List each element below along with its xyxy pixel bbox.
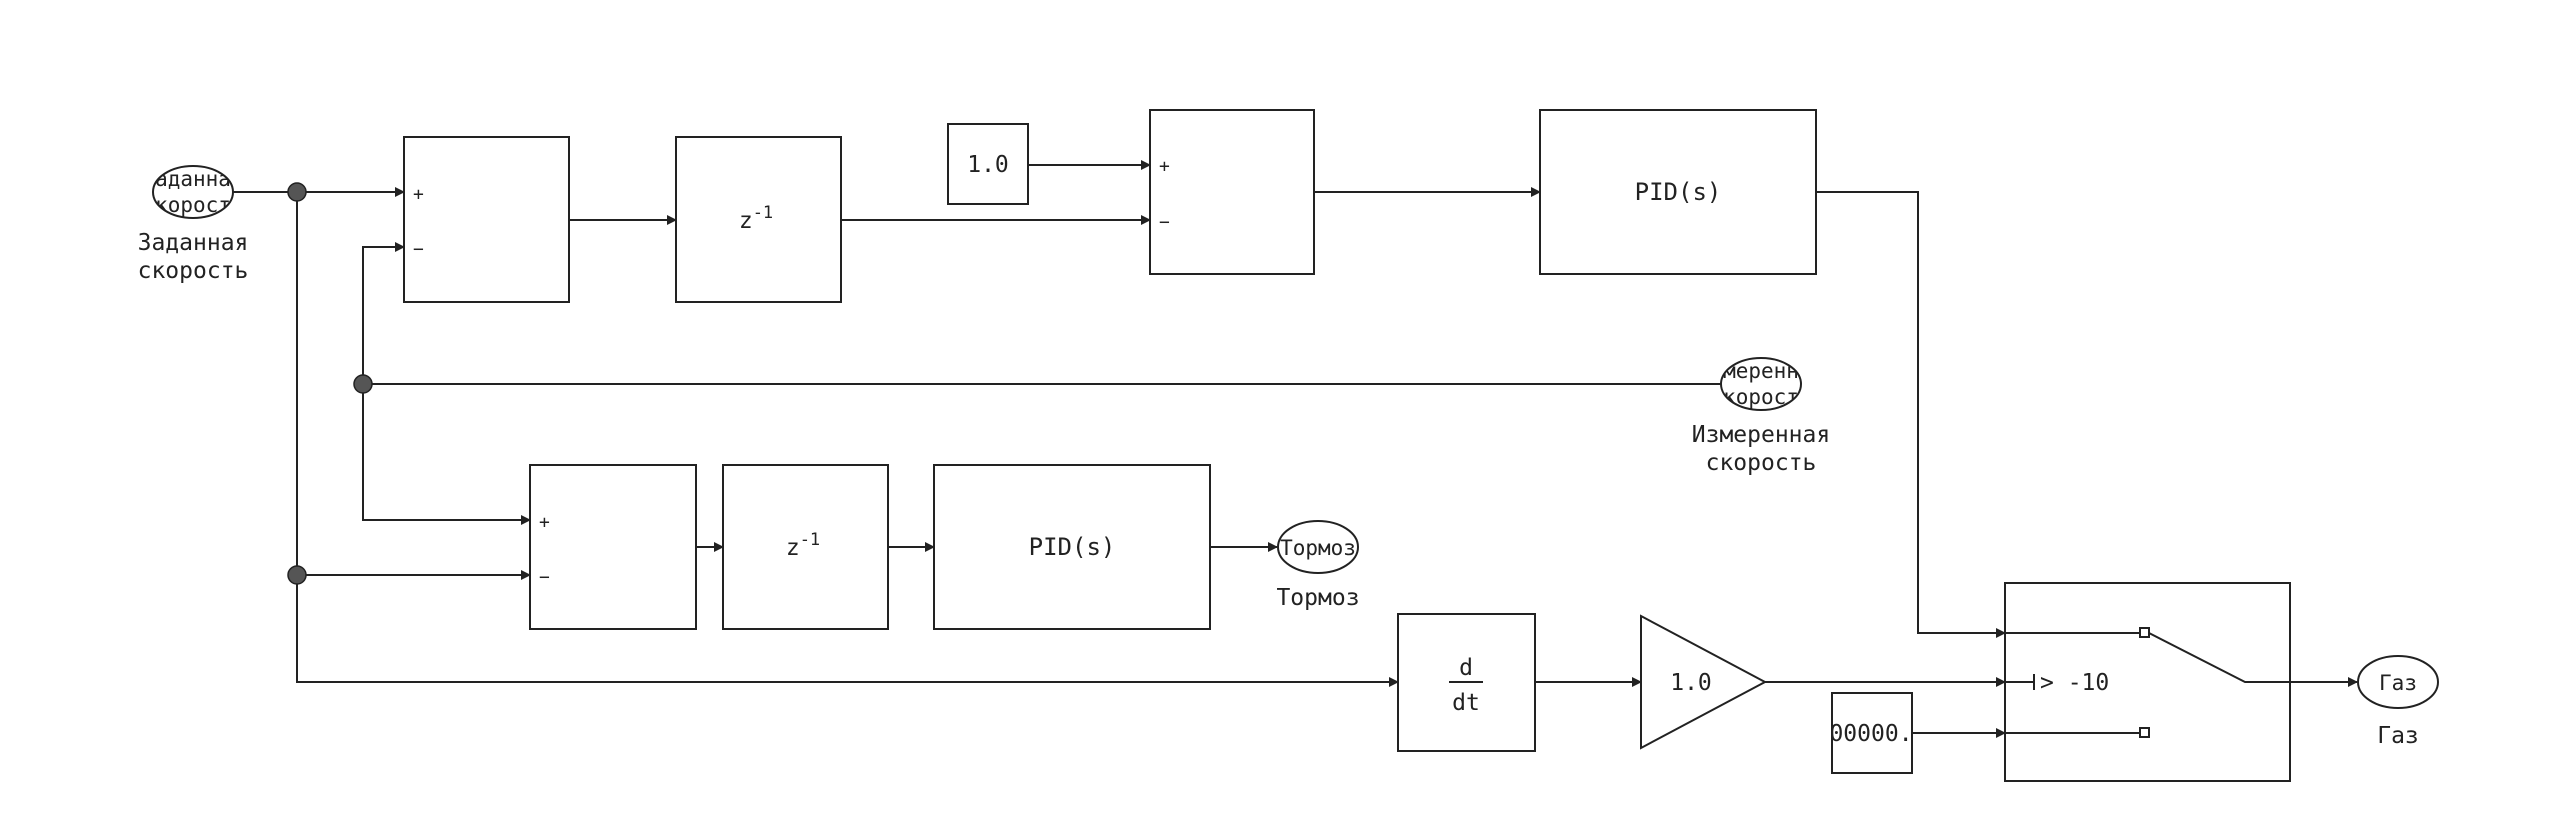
gain-block[interactable]: 1.0 [1640,614,1768,750]
line-measured-to-sum-bottom [362,384,531,525]
sum-mid-minus: − [1159,212,1170,233]
brake-inner-label: Тормоз [1280,536,1356,560]
pid-block-bottom[interactable]: PID(s) [933,464,1211,630]
junction-dot [287,182,307,202]
gas-outport[interactable]: Газ Газ [2357,655,2439,749]
signal-lines [233,160,2358,738]
unit-delay-top[interactable]: z-1 [675,136,842,303]
junction-dot [353,374,373,394]
sum-top-plus: + [413,184,424,205]
junction-dot [287,565,307,585]
derivative-denominator: dt [1452,690,1480,716]
gain-value: 1.0 [1670,670,1712,696]
gas-inner-label: Газ [2379,671,2417,695]
line-setpoint-to-derivative [296,192,1399,687]
derivative-block[interactable]: d dt [1397,613,1536,752]
constant-zero-value: 00000. [1829,721,1912,747]
constant-block-top[interactable]: 1.0 [947,123,1029,205]
sum-mid-plus: + [1159,156,1170,177]
pid-top-label: PID(s) [1635,178,1722,206]
delay-top-label: z-1 [739,203,773,234]
switch-block[interactable]: > -10 [2004,582,2291,782]
switch-internals [2005,627,2290,738]
pid-block-top[interactable]: PID(s) [1539,109,1817,275]
sum-block-bottom[interactable]: + − [529,464,697,630]
unit-delay-bottom[interactable]: z-1 [722,464,889,630]
gas-caption: Газ [2377,723,2419,749]
sum-bottom-plus: + [539,512,550,533]
constant-top-value: 1.0 [967,152,1009,178]
pid-bottom-label: PID(s) [1029,533,1116,561]
sum-bottom-minus: − [539,567,550,588]
line-measured-to-sum-top [362,242,1721,385]
sum-block-mid[interactable]: + − [1149,109,1315,275]
delay-bottom-label: z-1 [786,530,820,561]
derivative-numerator: d [1459,655,1473,681]
line-pid-to-switch [1816,191,2006,638]
switch-threshold: > -10 [2040,670,2109,696]
sum-top-minus: − [413,239,424,260]
brake-outport[interactable]: Тормоз Тормоз [1276,520,1360,611]
brake-caption: Тормоз [1276,585,1359,611]
constant-block-zero[interactable]: 00000. [1829,692,1913,774]
sum-block-top[interactable]: + − [403,136,570,303]
